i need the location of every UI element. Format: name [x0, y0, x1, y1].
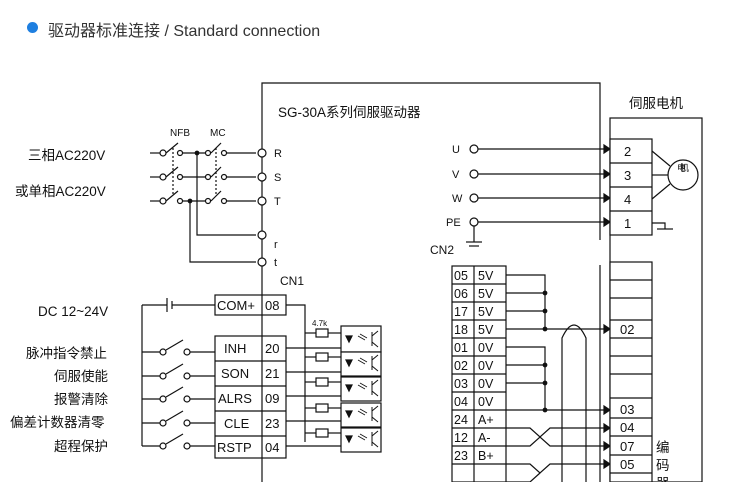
cn2-pin: 18 [454, 323, 468, 337]
desc-inh: 脉冲指令禁止 [26, 346, 107, 361]
cn2-pin: 23 [454, 449, 468, 463]
switch-row [142, 410, 215, 427]
opto-channel [286, 376, 382, 402]
terminal-w-label: W [452, 193, 463, 205]
optocoupler-inputs: 4.7k [286, 304, 382, 453]
cn1-pin-23: 23 [265, 416, 279, 431]
desc-rstp: 超程保护 [54, 439, 108, 454]
encoder-pin: 04 [620, 420, 634, 435]
cn2-signal: 0V [478, 359, 494, 373]
cn2-signal: 5V [478, 287, 494, 301]
nfb-label: NFB [170, 128, 190, 139]
encoder-pin: 02 [620, 322, 634, 337]
cn2-signal: 0V [478, 341, 494, 355]
cn1-pin-20: 20 [265, 341, 279, 356]
terminal-r-label: R [274, 148, 282, 160]
servo-motor: 伺服电机 2 3 4 1 电机 02 03 04 0 [609, 96, 703, 482]
cn2-signal: 5V [478, 305, 494, 319]
power-line-t [150, 190, 256, 205]
cn2-pin: 12 [454, 431, 468, 445]
cn1-pin-09: 09 [265, 391, 279, 406]
desc-alrs: 报警清除 [54, 392, 108, 407]
terminal-t-label: T [274, 196, 281, 208]
encoder-label-char: 编 [656, 440, 670, 455]
cn1-pin-21: 21 [265, 366, 279, 381]
resistor-label: 4.7k [312, 319, 328, 328]
terminal-v-label: V [452, 169, 460, 181]
single-phase-label: 或单相AC220V [15, 184, 106, 199]
terminal-pe-label: PE [446, 217, 461, 229]
cn2-signal: A- [478, 431, 491, 445]
cn1-pin-04: 04 [265, 440, 279, 455]
motor-symbol-char: 电机 [677, 162, 689, 173]
terminal-t-small-label: t [274, 257, 277, 269]
cn2-pin: 03 [454, 377, 468, 391]
cn2-signal: 5V [478, 323, 494, 337]
input-switches: DC 12~24V [10, 298, 215, 454]
opto-channel [286, 402, 382, 428]
opto-channel [286, 427, 382, 453]
cn2-pin: 17 [454, 305, 468, 319]
cn2-pin: 02 [454, 359, 468, 373]
cn1-pin-08: 08 [265, 298, 279, 313]
terminal-s-label: S [274, 172, 281, 184]
motor-symbol-icon [667, 159, 699, 191]
bullet-dot-icon [27, 22, 38, 33]
section-header: 驱动器标准连接 / Standard connection [0, 0, 750, 56]
cn2-pin: 04 [454, 395, 468, 409]
cn2-label: CN2 [430, 243, 454, 257]
cn1-label: CN1 [280, 274, 304, 288]
encoder-label-char: 码 [656, 458, 670, 473]
switch-row [142, 433, 215, 450]
cn1-signal-inh: INH [224, 341, 246, 356]
cn1-signal-alrs: ALRS [218, 391, 252, 406]
encoder-pin: 03 [620, 402, 634, 417]
three-phase-label: 三相AC220V [28, 148, 105, 163]
motor-pin-u: 2 [624, 144, 631, 159]
motor-output: U V W PE CN2 [430, 143, 612, 257]
cn1-connector: CN1 COM+ 08 INH 20 SON 21 ALRS 09 CLE 23… [214, 274, 304, 459]
cn2-signal: 0V [478, 377, 494, 391]
cn2-signal: B+ [478, 449, 494, 463]
motor-pin-w: 4 [624, 192, 631, 207]
switch-row [142, 386, 215, 403]
section-title: 驱动器标准连接 / Standard connection [48, 23, 321, 40]
motor-pin-v: 3 [624, 168, 631, 183]
motor-pin-pe: 1 [624, 216, 631, 231]
power-line-r [150, 142, 256, 157]
cn2-pin: 01 [454, 341, 468, 355]
switch-row [142, 339, 215, 356]
encoder-label-char: 器 [656, 476, 670, 482]
cn2-signal: A+ [478, 413, 494, 427]
opto-channel [286, 351, 382, 377]
encoder-wiring [506, 274, 612, 482]
cn2-signal: 5V [478, 269, 494, 283]
cn1-signal-cle: CLE [224, 416, 250, 431]
encoder-pin: 07 [620, 439, 634, 454]
servo-drive-box: SG-30A系列伺服驱动器 [261, 82, 601, 482]
terminal-u-label: U [452, 144, 460, 156]
terminal-r-small-label: r [274, 239, 278, 251]
cn1-signal-son: SON [221, 366, 249, 381]
mc-label: MC [210, 128, 226, 139]
switch-row [142, 363, 215, 380]
drive-title: SG-30A系列伺服驱动器 [278, 105, 421, 120]
cn2-pin: 06 [454, 287, 468, 301]
cn1-signal-rstp: RSTP [217, 440, 252, 455]
cn2-pin: 05 [454, 269, 468, 283]
dc-supply-label: DC 12~24V [38, 304, 108, 319]
power-input: 三相AC220V 或单相AC220V NFB MC [15, 128, 282, 269]
cn2-pin: 24 [454, 413, 468, 427]
encoder-pin: 05 [620, 457, 634, 472]
power-line-s [150, 166, 256, 181]
desc-cle: 偏差计数器清零 [10, 415, 105, 430]
cn2-connector: 05 5V 06 5V 17 5V 18 5V 01 0V 02 0V 03 0… [451, 265, 507, 482]
desc-son: 伺服使能 [54, 368, 108, 384]
motor-title: 伺服电机 [629, 96, 683, 111]
cn1-signal-com: COM+ [217, 298, 255, 313]
opto-channel [286, 325, 382, 353]
cn2-signal: 0V [478, 395, 494, 409]
